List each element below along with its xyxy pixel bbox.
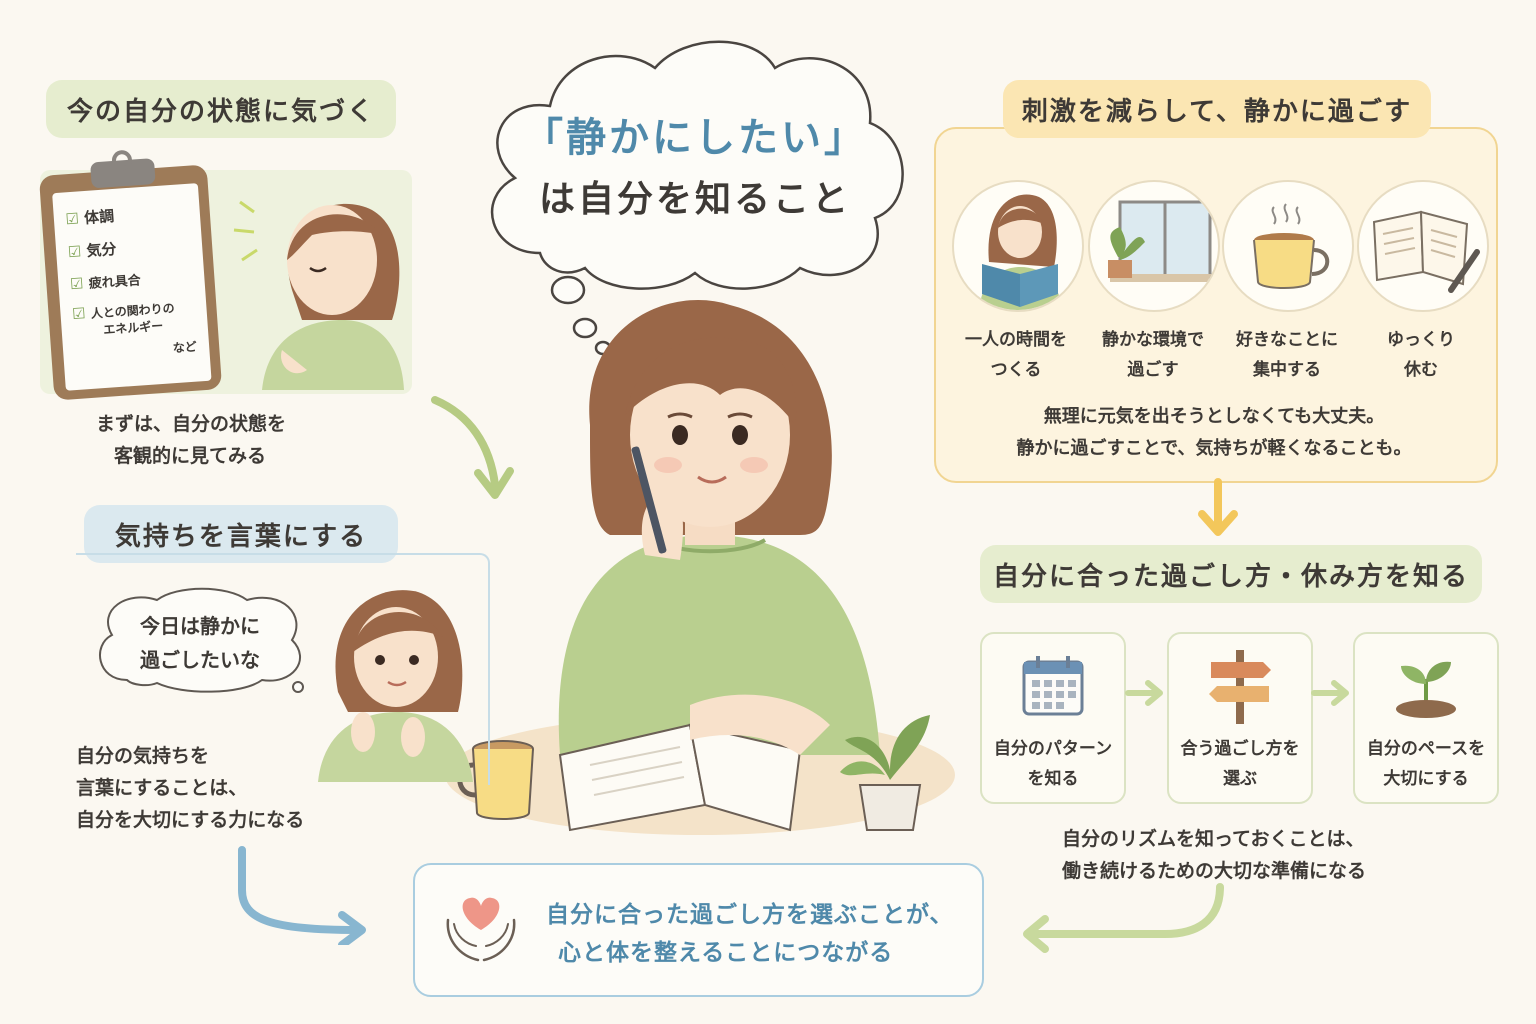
- calendar-icon: [1022, 656, 1084, 716]
- step-label: 選ぶ: [1223, 769, 1257, 789]
- section2-caption-3: 自分を大切にする力になる: [76, 809, 305, 831]
- smiling-woman-illustration: [318, 590, 473, 782]
- step-label: を知る: [1027, 769, 1079, 789]
- center-title-rest: は自分を知ること: [538, 179, 851, 220]
- checklist: ☑ 体調 ☑ 気分 ☑ 疲れ具合 ☑ 人との関わりの エネルギー など: [65, 198, 225, 363]
- step-label: 自分のペースを: [1366, 739, 1486, 759]
- check-item: 疲れ具合: [88, 273, 142, 292]
- checkbox-icon: ☑: [71, 304, 87, 324]
- sprout-icon: [1396, 661, 1456, 718]
- reading-person-icon: [979, 194, 1062, 310]
- section4-caption-2: 働き続けるための大切な準備になる: [1062, 860, 1367, 882]
- section3-note-1: 無理に元気を出そうとしなくても大丈夫。: [1043, 406, 1385, 427]
- check-item: 気分: [85, 239, 118, 260]
- section3-note-2: 静かに過ごすことで、気持ちが軽くなることも。: [1016, 438, 1412, 459]
- calm-woman-illustration: [233, 200, 404, 390]
- item-label: 一人の時間を: [965, 330, 1067, 350]
- section1-caption-1: まずは、自分の状態を: [96, 413, 287, 435]
- item-label: つくる: [990, 360, 1042, 380]
- circle-notebook: [1357, 180, 1489, 312]
- item-label: 静かな環境で: [1102, 330, 1204, 350]
- step-arrow-2: [1311, 680, 1349, 706]
- conclusion-box: [413, 863, 984, 997]
- section4-caption-1: 自分のリズムを知っておくことは、: [1062, 828, 1365, 850]
- coffee-cup-icon: [1253, 203, 1330, 289]
- section4-heading: 自分に合った過ごし方・休み方を知る: [980, 545, 1482, 603]
- arrow-2: [238, 846, 366, 945]
- circle-coffee: [1222, 180, 1354, 312]
- check-item: 体調: [83, 207, 115, 228]
- section2-caption-2: 言葉にすることは、: [76, 777, 248, 799]
- step-own-pace: 自分のペースを大切にする: [1353, 632, 1499, 804]
- step-choose: 合う過ごし方を選ぶ: [1167, 632, 1313, 804]
- heart-hands-icon: [446, 897, 516, 962]
- step-label: 自分のパターン: [993, 739, 1113, 759]
- window-plant-icon: [1108, 200, 1215, 282]
- notebook-pen-icon: [1372, 210, 1480, 293]
- section1-caption-2: 客観的に見てみる: [114, 445, 267, 467]
- step-arrow-1: [1125, 680, 1163, 706]
- center-title-quote: 「静かにしたい」: [523, 115, 867, 161]
- section1-heading: 今の自分の状態に気づく: [46, 80, 396, 138]
- step-label: 大切にする: [1383, 769, 1469, 789]
- signpost-icon: [1209, 650, 1271, 724]
- arrow-4: [1023, 883, 1224, 953]
- conclusion-line-2: 心と体を整えることにつながる: [558, 940, 894, 966]
- section3-heading: 刺激を減らして、静かに過ごす: [1003, 80, 1431, 138]
- section2-card: [76, 553, 490, 785]
- item-label: 好きなことに: [1236, 330, 1338, 350]
- checkbox-icon: ☑: [64, 209, 80, 229]
- thinking-woman-illustration: [445, 300, 955, 835]
- arrow-1: [431, 396, 514, 499]
- step-know-pattern: 自分のパターンを知る: [980, 632, 1126, 804]
- step-label: 合う過ごし方を: [1180, 739, 1300, 759]
- potted-plant-icon: [840, 715, 930, 831]
- item-label: 過ごす: [1127, 360, 1179, 380]
- item-label: 休む: [1404, 360, 1438, 380]
- circle-reading: [952, 180, 1084, 312]
- arrow-3: [1198, 478, 1238, 536]
- conclusion-line-1: 自分に合った過ごし方を選ぶことが、: [546, 902, 954, 928]
- item-label: ゆっくり: [1387, 330, 1455, 350]
- circle-window: [1088, 180, 1220, 312]
- speech-text-1: 今日は静かに: [140, 614, 260, 638]
- checkbox-icon: ☑: [67, 242, 82, 262]
- clipboard-icon: [39, 150, 222, 400]
- checkbox-icon: ☑: [69, 274, 85, 294]
- speech-cloud: [99, 587, 304, 693]
- speech-text-2: 過ごしたいな: [140, 648, 260, 672]
- thought-cloud: [490, 40, 904, 356]
- item-label: 集中する: [1253, 360, 1321, 380]
- section2-caption-1: 自分の気持ちを: [76, 745, 210, 767]
